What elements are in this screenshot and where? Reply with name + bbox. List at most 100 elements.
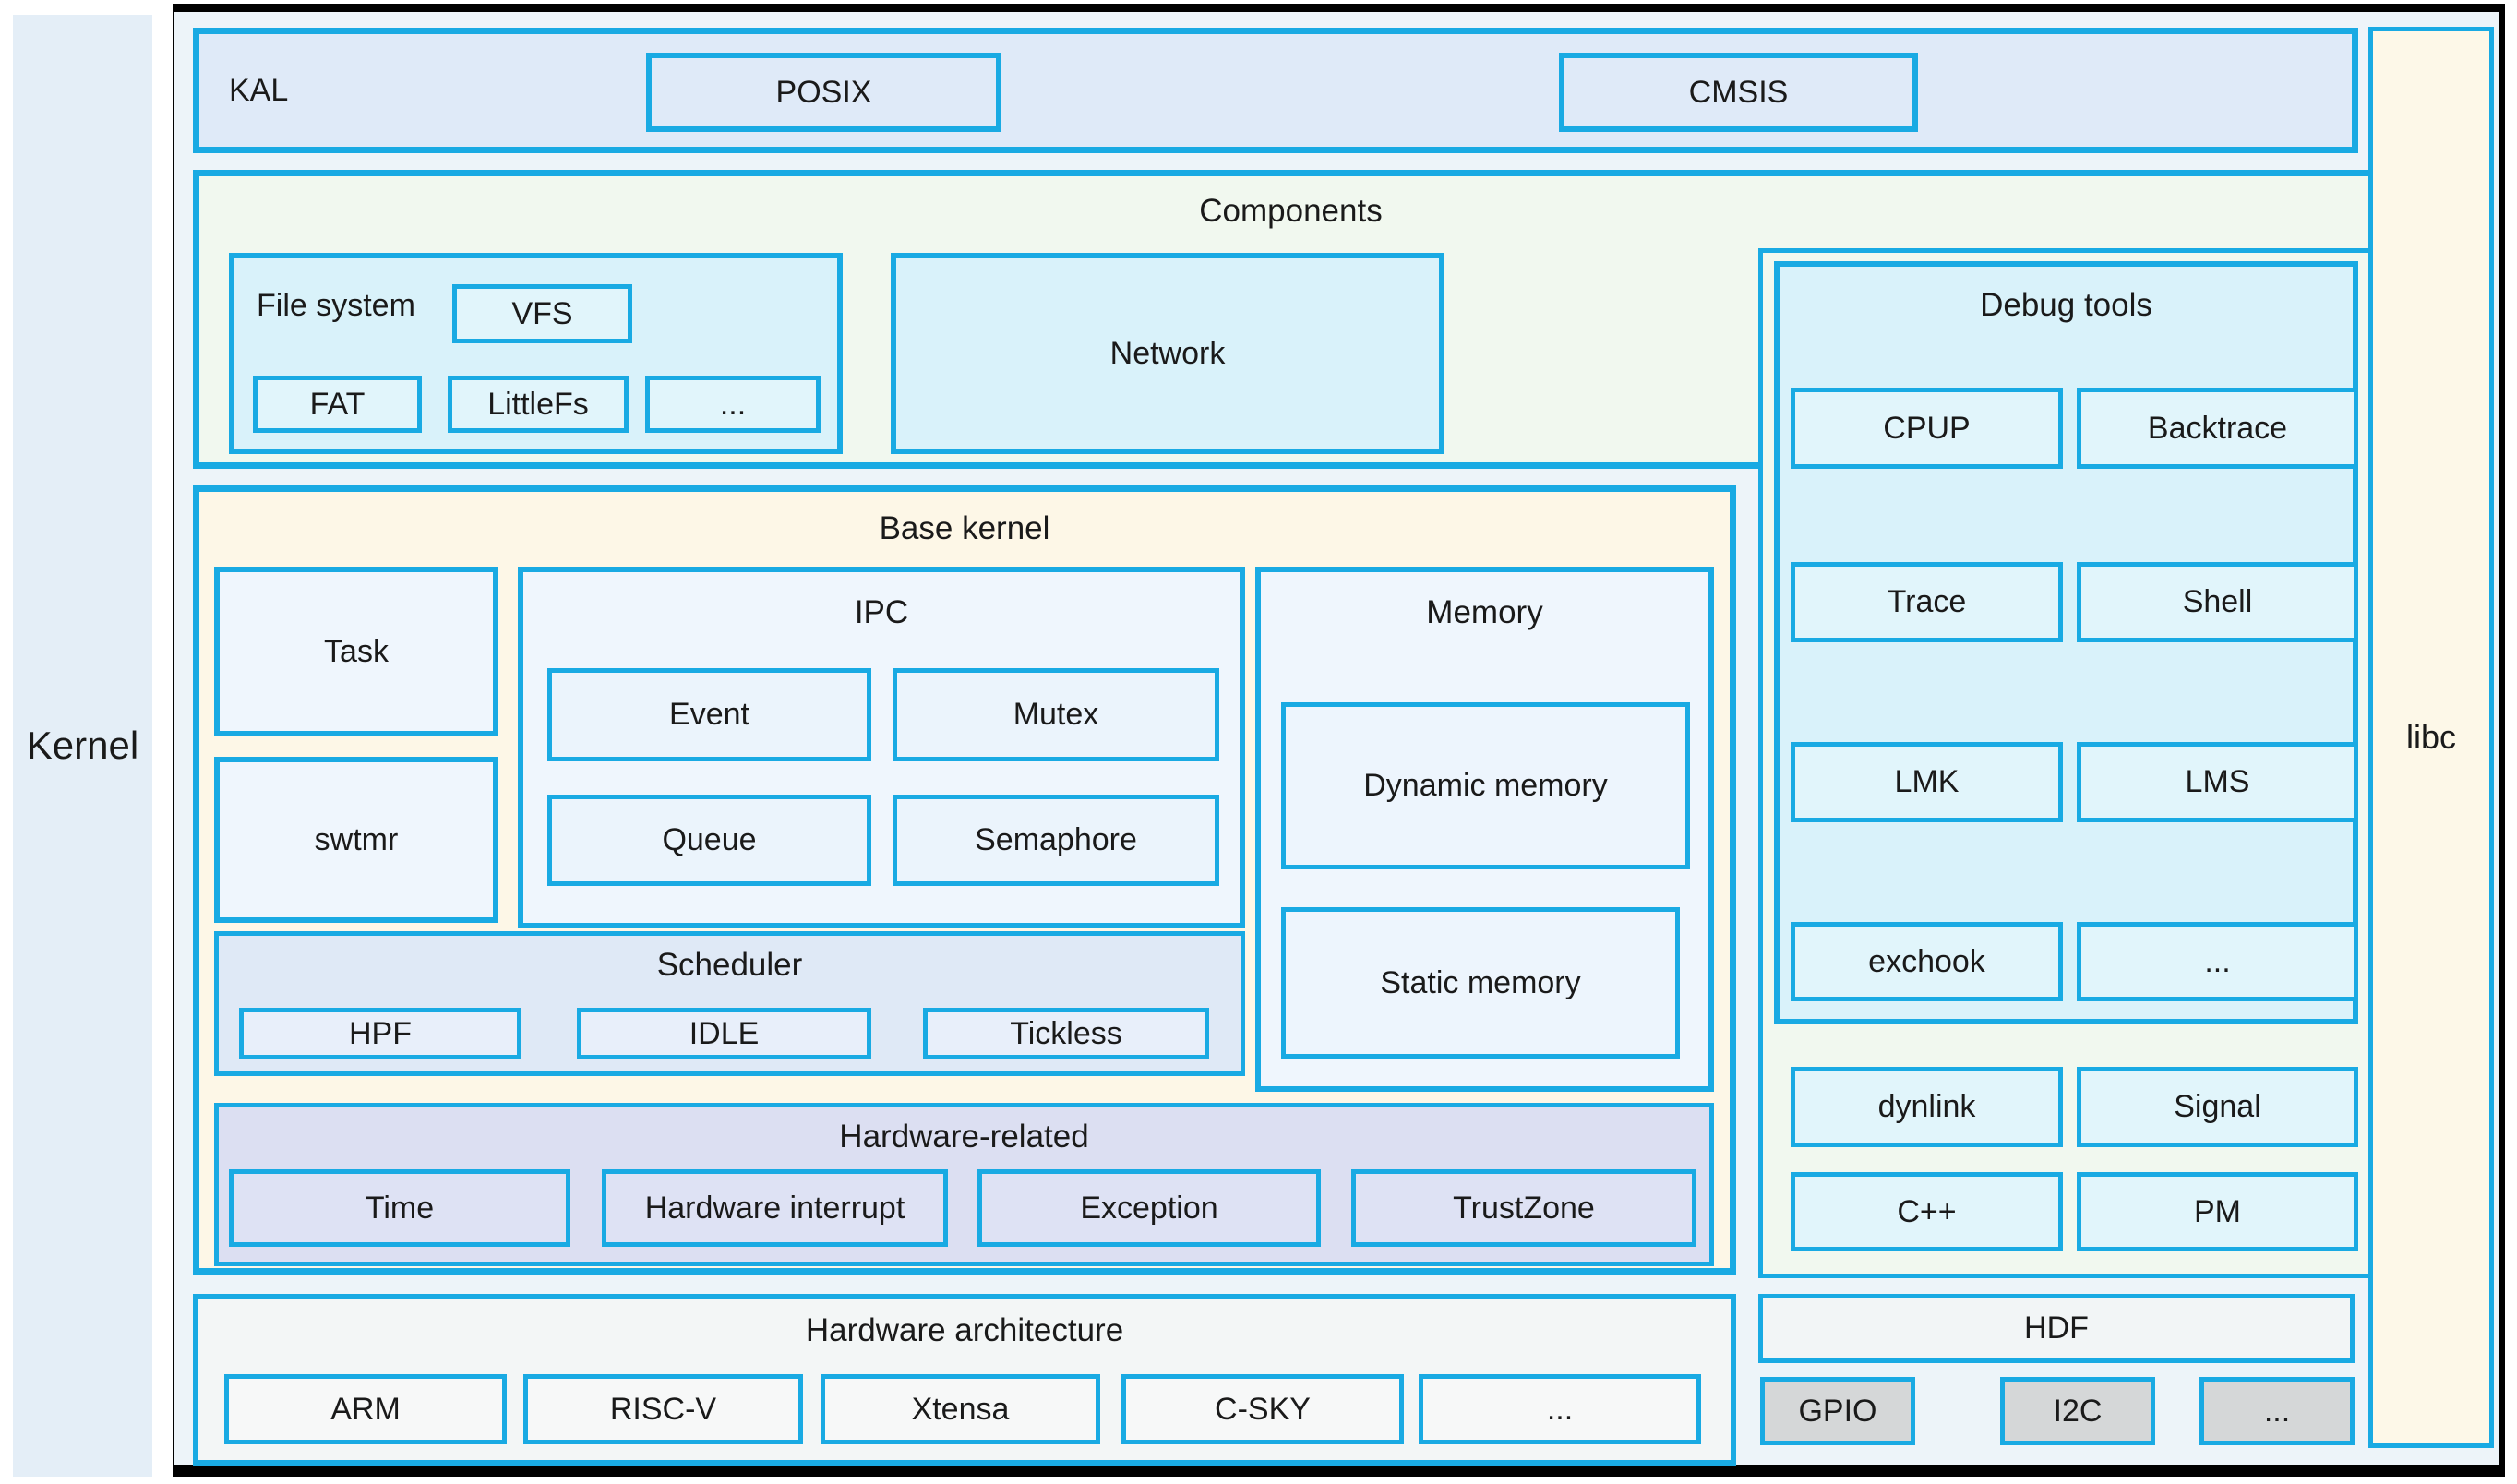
swtmr-label: swtmr: [314, 821, 399, 857]
lmk-label: LMK: [1894, 764, 1960, 799]
dynlink-label: dynlink: [1877, 1089, 1976, 1124]
littlefs-box: LittleFs: [448, 376, 629, 433]
libc-column: libc: [2368, 27, 2494, 1448]
debug-tools-box: Debug tools: [1774, 261, 2358, 1024]
posix-box: POSIX: [646, 53, 1001, 132]
dynamic-memory-box: Dynamic memory: [1281, 702, 1690, 869]
c-sky-box: C-SKY: [1121, 1374, 1404, 1444]
backtrace-box: Backtrace: [2077, 388, 2358, 469]
task-label: Task: [324, 633, 389, 669]
vfs-box: VFS: [452, 284, 632, 343]
trace-label: Trace: [1887, 584, 1967, 619]
tickless-box: Tickless: [923, 1008, 1209, 1059]
time-label: Time: [365, 1190, 435, 1226]
arm-box: ARM: [224, 1374, 507, 1444]
network-box: Network: [891, 253, 1444, 454]
exception-label: Exception: [1080, 1190, 1218, 1226]
backtrace-label: Backtrace: [2147, 410, 2288, 446]
hdf-more-box: ...: [2199, 1377, 2355, 1445]
fat-label: FAT: [309, 386, 366, 422]
pm-label: PM: [2194, 1193, 2241, 1229]
semaphore-box: Semaphore: [893, 795, 1219, 886]
shell-box: Shell: [2077, 562, 2358, 642]
dynlink-box: dynlink: [1791, 1067, 2063, 1147]
pm-box: PM: [2077, 1172, 2358, 1251]
risc-v-box: RISC-V: [523, 1374, 803, 1444]
queue-box: Queue: [547, 795, 871, 886]
debug-tools-title: Debug tools: [1980, 287, 2152, 323]
idle-label: IDLE: [689, 1015, 760, 1051]
signal-label: Signal: [2174, 1089, 2261, 1124]
dynamic-memory-label: Dynamic memory: [1363, 768, 1608, 803]
posix-label: POSIX: [775, 74, 872, 110]
gpio-label: GPIO: [1798, 1393, 1877, 1429]
cpp-label: C++: [1897, 1193, 1957, 1229]
mutex-label: Mutex: [1013, 697, 1099, 732]
lms-label: LMS: [2185, 764, 2250, 799]
base-kernel-title: Base kernel: [879, 510, 1050, 546]
file-system-more-label: ...: [719, 386, 747, 422]
exception-box: Exception: [977, 1169, 1321, 1247]
lmk-box: LMK: [1791, 742, 2063, 822]
ipc-title: IPC: [854, 594, 909, 630]
network-label: Network: [1109, 335, 1226, 371]
i2c-label: I2C: [2053, 1393, 2103, 1429]
hardware-related-title: Hardware-related: [839, 1119, 1089, 1155]
file-system-label: File system: [257, 288, 415, 323]
exchook-box: exchook: [1791, 922, 2063, 1001]
static-memory-label: Static memory: [1380, 964, 1581, 1000]
kernel-rail: Kernel: [13, 15, 152, 1477]
kernel-rail-label: Kernel: [26, 724, 139, 767]
kal-label: KAL: [229, 72, 289, 108]
signal-box: Signal: [2077, 1067, 2358, 1147]
hardware-interrupt-label: Hardware interrupt: [644, 1190, 905, 1226]
gpio-box: GPIO: [1760, 1377, 1915, 1445]
risc-v-label: RISC-V: [609, 1391, 717, 1427]
memory-title: Memory: [1426, 594, 1543, 630]
cpp-box: C++: [1791, 1172, 2063, 1251]
debug-more-box: ...: [2077, 922, 2358, 1001]
hpf-label: HPF: [349, 1015, 412, 1051]
trustzone-box: TrustZone: [1351, 1169, 1696, 1247]
shell-label: Shell: [2182, 584, 2253, 619]
event-box: Event: [547, 668, 871, 761]
hardware-architecture-more-label: ...: [1546, 1391, 1574, 1427]
trace-box: Trace: [1791, 562, 2063, 642]
mutex-box: Mutex: [893, 668, 1219, 761]
hpf-box: HPF: [239, 1008, 521, 1059]
debug-more-label: ...: [2204, 943, 2231, 979]
arm-label: ARM: [330, 1391, 401, 1427]
littlefs-label: LittleFs: [487, 386, 589, 422]
semaphore-label: Semaphore: [975, 822, 1137, 857]
lms-box: LMS: [2077, 742, 2358, 822]
scheduler-title: Scheduler: [656, 947, 803, 983]
hardware-interrupt-box: Hardware interrupt: [602, 1169, 948, 1247]
xtensa-label: Xtensa: [911, 1391, 1010, 1427]
components-title: Components: [1199, 193, 1383, 229]
event-label: Event: [669, 697, 749, 732]
hdf-label: HDF: [2024, 1310, 2089, 1346]
exchook-label: exchook: [1868, 943, 1985, 979]
trustzone-label: TrustZone: [1453, 1190, 1595, 1226]
cmsis-box: CMSIS: [1559, 53, 1918, 132]
i2c-box: I2C: [2000, 1377, 2155, 1445]
libc-label: libc: [2405, 718, 2457, 756]
cmsis-label: CMSIS: [1688, 74, 1789, 110]
swtmr-box: swtmr: [214, 757, 498, 923]
tickless-label: Tickless: [1010, 1015, 1122, 1051]
c-sky-label: C-SKY: [1215, 1391, 1311, 1427]
cpup-box: CPUP: [1791, 388, 2063, 469]
hdf-box: HDF: [1758, 1294, 2355, 1363]
hdf-more-label: ...: [2263, 1393, 2291, 1429]
vfs-label: VFS: [511, 295, 573, 331]
task-box: Task: [214, 567, 498, 736]
static-memory-box: Static memory: [1281, 907, 1680, 1059]
queue-label: Queue: [662, 822, 757, 857]
idle-box: IDLE: [577, 1008, 871, 1059]
cpup-label: CPUP: [1883, 410, 1971, 446]
time-box: Time: [229, 1169, 570, 1247]
kal-layer: KAL: [193, 28, 2358, 153]
fat-box: FAT: [253, 376, 422, 433]
file-system-more-box: ...: [645, 376, 821, 433]
